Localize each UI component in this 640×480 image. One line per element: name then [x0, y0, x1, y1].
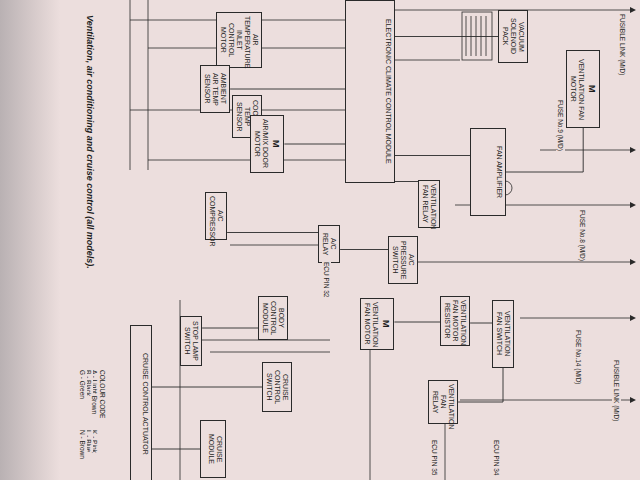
wire-arrows — [630, 7, 636, 403]
fan-resistor: VENTILATION FAN MOTOR RESISTOR — [440, 296, 470, 346]
component-label: A/C COMPRESSOR — [208, 196, 224, 236]
wire-connector — [227, 232, 318, 233]
compressor: A/C COMPRESSOR — [205, 192, 227, 240]
wire-label: FUSE No.8 (M/D) — [578, 210, 587, 261]
wire-label: ECU PIN 35 — [430, 440, 439, 475]
relay-box: A/C RELAY — [318, 225, 340, 263]
wire-connector — [395, 155, 470, 156]
wire-connector — [395, 181, 418, 182]
component-label: VENTILATION FAN SWITCH — [495, 304, 511, 364]
component-label: VENTILATION FAN RELAY — [431, 384, 455, 420]
inlet-motor: AIR TEMPERATURE INLET CONTROL MOTOR — [216, 12, 262, 68]
component-label: CRUISE CONTROL SWITCH — [265, 366, 289, 408]
control-module: ELECTRONIC CLIMATE CONTROL MODULE — [345, 0, 395, 183]
diagram-title: Ventilation, air conditioning and cruise… — [84, 15, 95, 300]
component-label: FAN AMPLIFIER — [495, 132, 503, 212]
wire-label: ECU PIN 34 — [492, 440, 501, 475]
motor-symbol: M — [587, 54, 597, 124]
wire-connector — [470, 323, 492, 324]
component-label: VENTILATION FAN MOTOR — [363, 302, 379, 346]
fan-motor: MVENTILATION FAN MOTOR — [360, 298, 394, 350]
component-label: AIR TEMPERATURE INLET CONTROL MOTOR — [219, 16, 259, 64]
motor-symbol: M — [271, 119, 281, 169]
fan-switch: VENTILATION FAN SWITCH — [492, 300, 514, 368]
relay-box: VENTILATION FAN RELAY — [428, 380, 458, 424]
wire-connector — [152, 449, 200, 450]
colour-code: COLOUR CODE — [98, 370, 107, 418]
component-label: VENTILATION FAN MOTOR RESISTOR — [443, 300, 467, 342]
component-label: ELECTRONIC CLIMATE CONTROL MODULE — [384, 4, 392, 179]
wire-connector — [152, 387, 262, 388]
component-label: A/C RELAY — [321, 229, 337, 259]
pressure-switch: A/C PRESSURE SWITCH — [388, 236, 418, 284]
door-motor: MAIR/MIX DOOR MOTOR — [250, 115, 284, 173]
wire-label: FUSIBLE LINK (M/D) — [612, 360, 621, 421]
component-label: AIR/MIX DOOR MOTOR — [253, 119, 269, 169]
page-gutter — [0, 0, 60, 480]
component-label: CRUISE CONTROL ACTUATOR — [141, 329, 149, 479]
lamp-switch: STOP LAMP SWITCH — [180, 316, 202, 366]
colour-code: G - Green — [78, 370, 87, 399]
component-label: VACUUM SOLENOID PACK — [501, 14, 525, 59]
wire-connector — [202, 328, 258, 329]
wire-label: FUSIBLE LINK (M/D) — [618, 14, 627, 75]
cruise-actuator: CRUISE CONTROL ACTUATOR — [130, 325, 152, 480]
component-label: BODY CONTROL MODULE — [261, 300, 285, 336]
component-label: VENTILATION FAN RELAY — [421, 184, 437, 224]
relay-box: VENTILATION FAN RELAY — [418, 180, 440, 228]
wire-label: FUSE No.14 (M/D) — [574, 330, 583, 385]
solenoid-pack: VACUUM SOLENOID PACK — [498, 10, 528, 63]
wire-connector — [395, 36, 498, 37]
fan-motor: MVENTILATION FAN MOTOR — [566, 50, 600, 128]
wire-connector — [340, 249, 388, 250]
component-label: VENTILATION FAN MOTOR — [569, 54, 585, 124]
motor-symbol: M — [381, 302, 391, 346]
colour-code: N - Brown — [78, 430, 87, 459]
component-label: STOP LAMP SWITCH — [183, 320, 199, 362]
fan-amplifier: FAN AMPLIFIER — [470, 128, 506, 216]
component-label: AMBIENT AIR TEMP SENSOR — [203, 69, 227, 109]
wire-connector — [506, 128, 583, 172]
wire-label: FUSE No.9 (M/D) — [556, 100, 565, 151]
wire-connector — [284, 144, 345, 145]
solenoid-symbols — [462, 12, 492, 60]
temp-sensor: AMBIENT AIR TEMP SENSOR — [200, 65, 230, 113]
component-label: CRUISE MODULE — [207, 424, 223, 474]
cruise-module: CRUISE MODULE — [200, 420, 226, 478]
wires — [130, 0, 630, 480]
cruise-switch: CRUISE CONTROL SWITCH — [262, 362, 292, 412]
wire-connector — [230, 89, 345, 90]
wire-connector — [394, 322, 440, 323]
component-label: A/C PRESSURE SWITCH — [391, 240, 415, 280]
wire-label: ECU PIN 32 — [322, 262, 331, 297]
body-module: BODY CONTROL MODULE — [258, 296, 288, 340]
wire-connector — [458, 368, 503, 402]
